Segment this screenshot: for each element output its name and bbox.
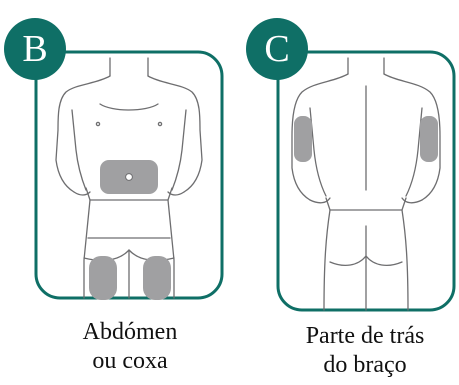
badge-b: B (4, 18, 66, 80)
caption-line-2: ou coxa (40, 347, 220, 376)
caption-line-1: Parte de trás (272, 322, 458, 351)
panel-abdomen-or-thigh: B Abdómen ou coxa (0, 0, 230, 385)
caption-back-of-arm: Parte de trás do braço (272, 322, 458, 380)
navel-marker (126, 174, 133, 181)
panel-back-of-arm: C Parte de trás do braço (230, 0, 459, 385)
left-arm-injection-site (294, 116, 312, 162)
left-thigh-injection-site (89, 256, 117, 300)
caption-abdomen-or-thigh: Abdómen ou coxa (40, 318, 220, 376)
caption-line-2: do braço (272, 351, 458, 380)
badge-c: C (246, 18, 308, 80)
right-arm-injection-site (420, 116, 438, 162)
right-thigh-injection-site (143, 256, 171, 300)
caption-line-1: Abdómen (40, 318, 220, 347)
